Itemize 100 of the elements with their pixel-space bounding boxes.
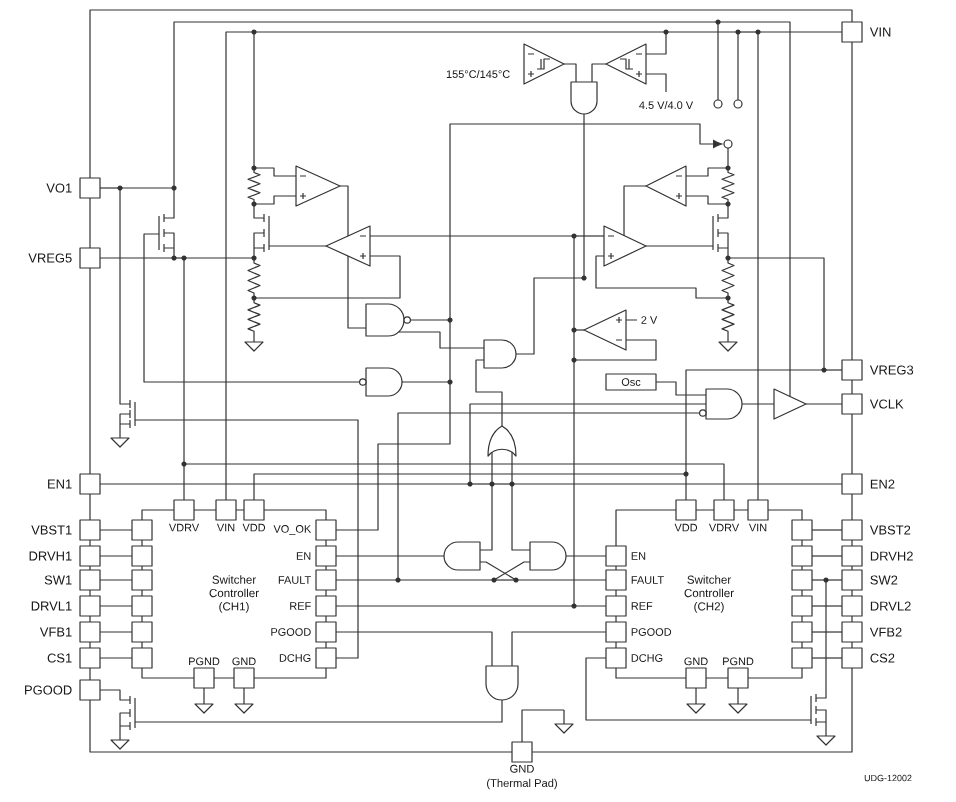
wire — [99, 257, 175, 259]
wire — [143, 233, 361, 383]
transistor-symbol — [119, 397, 142, 431]
arrow — [449, 123, 723, 321]
wire — [717, 21, 791, 398]
wire — [511, 451, 513, 485]
pad-box — [747, 499, 769, 521]
wire — [511, 483, 843, 485]
wire — [595, 255, 729, 299]
wire — [585, 657, 806, 721]
wire — [805, 403, 843, 405]
pad-box — [315, 595, 337, 617]
ground-symbol — [718, 335, 738, 352]
wire — [573, 359, 575, 607]
pad-box — [791, 569, 813, 591]
transistor-symbol — [152, 211, 175, 255]
wire — [183, 257, 185, 465]
pad-box — [605, 621, 627, 643]
wire — [183, 463, 725, 501]
op-amp-symbol — [603, 225, 647, 267]
wire — [397, 579, 495, 581]
transistor-symbol — [119, 693, 142, 733]
transistor-symbol — [253, 211, 276, 255]
wire — [479, 561, 517, 581]
wire — [335, 605, 575, 607]
wire — [727, 257, 825, 371]
wire — [823, 369, 843, 371]
pad-box — [131, 647, 153, 669]
pad-box — [727, 667, 749, 689]
resistor-symbol — [721, 167, 735, 205]
ground-symbol — [728, 687, 748, 714]
resistor-symbol — [721, 297, 735, 337]
wire — [645, 31, 667, 55]
wire — [825, 579, 843, 581]
and-gate-symbol — [365, 303, 411, 337]
pad-box — [675, 499, 697, 521]
wire — [119, 187, 121, 399]
wire — [583, 113, 585, 279]
wire — [99, 657, 133, 659]
or-gate-symbol — [487, 425, 517, 457]
wire — [99, 555, 133, 557]
wire — [655, 381, 707, 396]
wire — [573, 329, 585, 331]
wire — [573, 235, 575, 331]
pad-box — [605, 647, 627, 669]
wire — [253, 203, 255, 213]
wire — [335, 555, 445, 557]
wire — [339, 185, 349, 237]
wire — [335, 381, 451, 531]
wire — [274, 245, 327, 247]
wire — [449, 319, 451, 383]
pad-box — [791, 595, 813, 617]
resistor-symbol — [247, 167, 261, 205]
wire — [515, 277, 585, 355]
wire — [685, 369, 825, 475]
wire — [757, 31, 843, 33]
wire — [645, 245, 708, 247]
wire — [623, 185, 647, 237]
wire — [99, 689, 121, 695]
pad-box — [131, 519, 153, 541]
ground-symbol — [110, 429, 130, 448]
pad-box — [315, 569, 337, 591]
switch-contact — [723, 139, 733, 149]
pad-box — [215, 499, 237, 521]
wire — [825, 579, 827, 693]
and-gate-symbol — [570, 81, 598, 115]
pad-box — [315, 545, 337, 567]
wire — [99, 579, 133, 581]
pad-box — [605, 545, 627, 567]
resistor-symbol — [247, 297, 261, 337]
wire — [573, 605, 607, 607]
wire — [369, 235, 575, 237]
wire — [469, 483, 493, 485]
and-gate-symbol — [699, 388, 743, 420]
wire — [727, 147, 729, 169]
wire — [469, 403, 707, 485]
resistor-symbol — [721, 257, 735, 299]
wire — [757, 31, 759, 501]
wire — [573, 339, 657, 361]
pad-box — [713, 499, 735, 521]
wire — [737, 31, 739, 101]
wire — [99, 483, 471, 485]
wire — [811, 631, 843, 633]
ground-symbol — [686, 687, 706, 714]
wire — [119, 187, 175, 189]
wire — [491, 451, 493, 485]
wire — [173, 257, 185, 259]
wire — [99, 187, 121, 189]
wire — [811, 529, 843, 531]
ground-symbol — [816, 727, 836, 746]
resistor-symbol — [247, 257, 261, 299]
wire — [573, 329, 575, 361]
pad-box — [315, 621, 337, 643]
transistor-symbol — [804, 691, 827, 729]
wire — [253, 195, 297, 205]
buffer-symbol — [773, 388, 807, 420]
ground-symbol — [110, 731, 130, 750]
wire — [253, 31, 255, 169]
wire — [99, 631, 133, 633]
wire — [741, 403, 775, 405]
